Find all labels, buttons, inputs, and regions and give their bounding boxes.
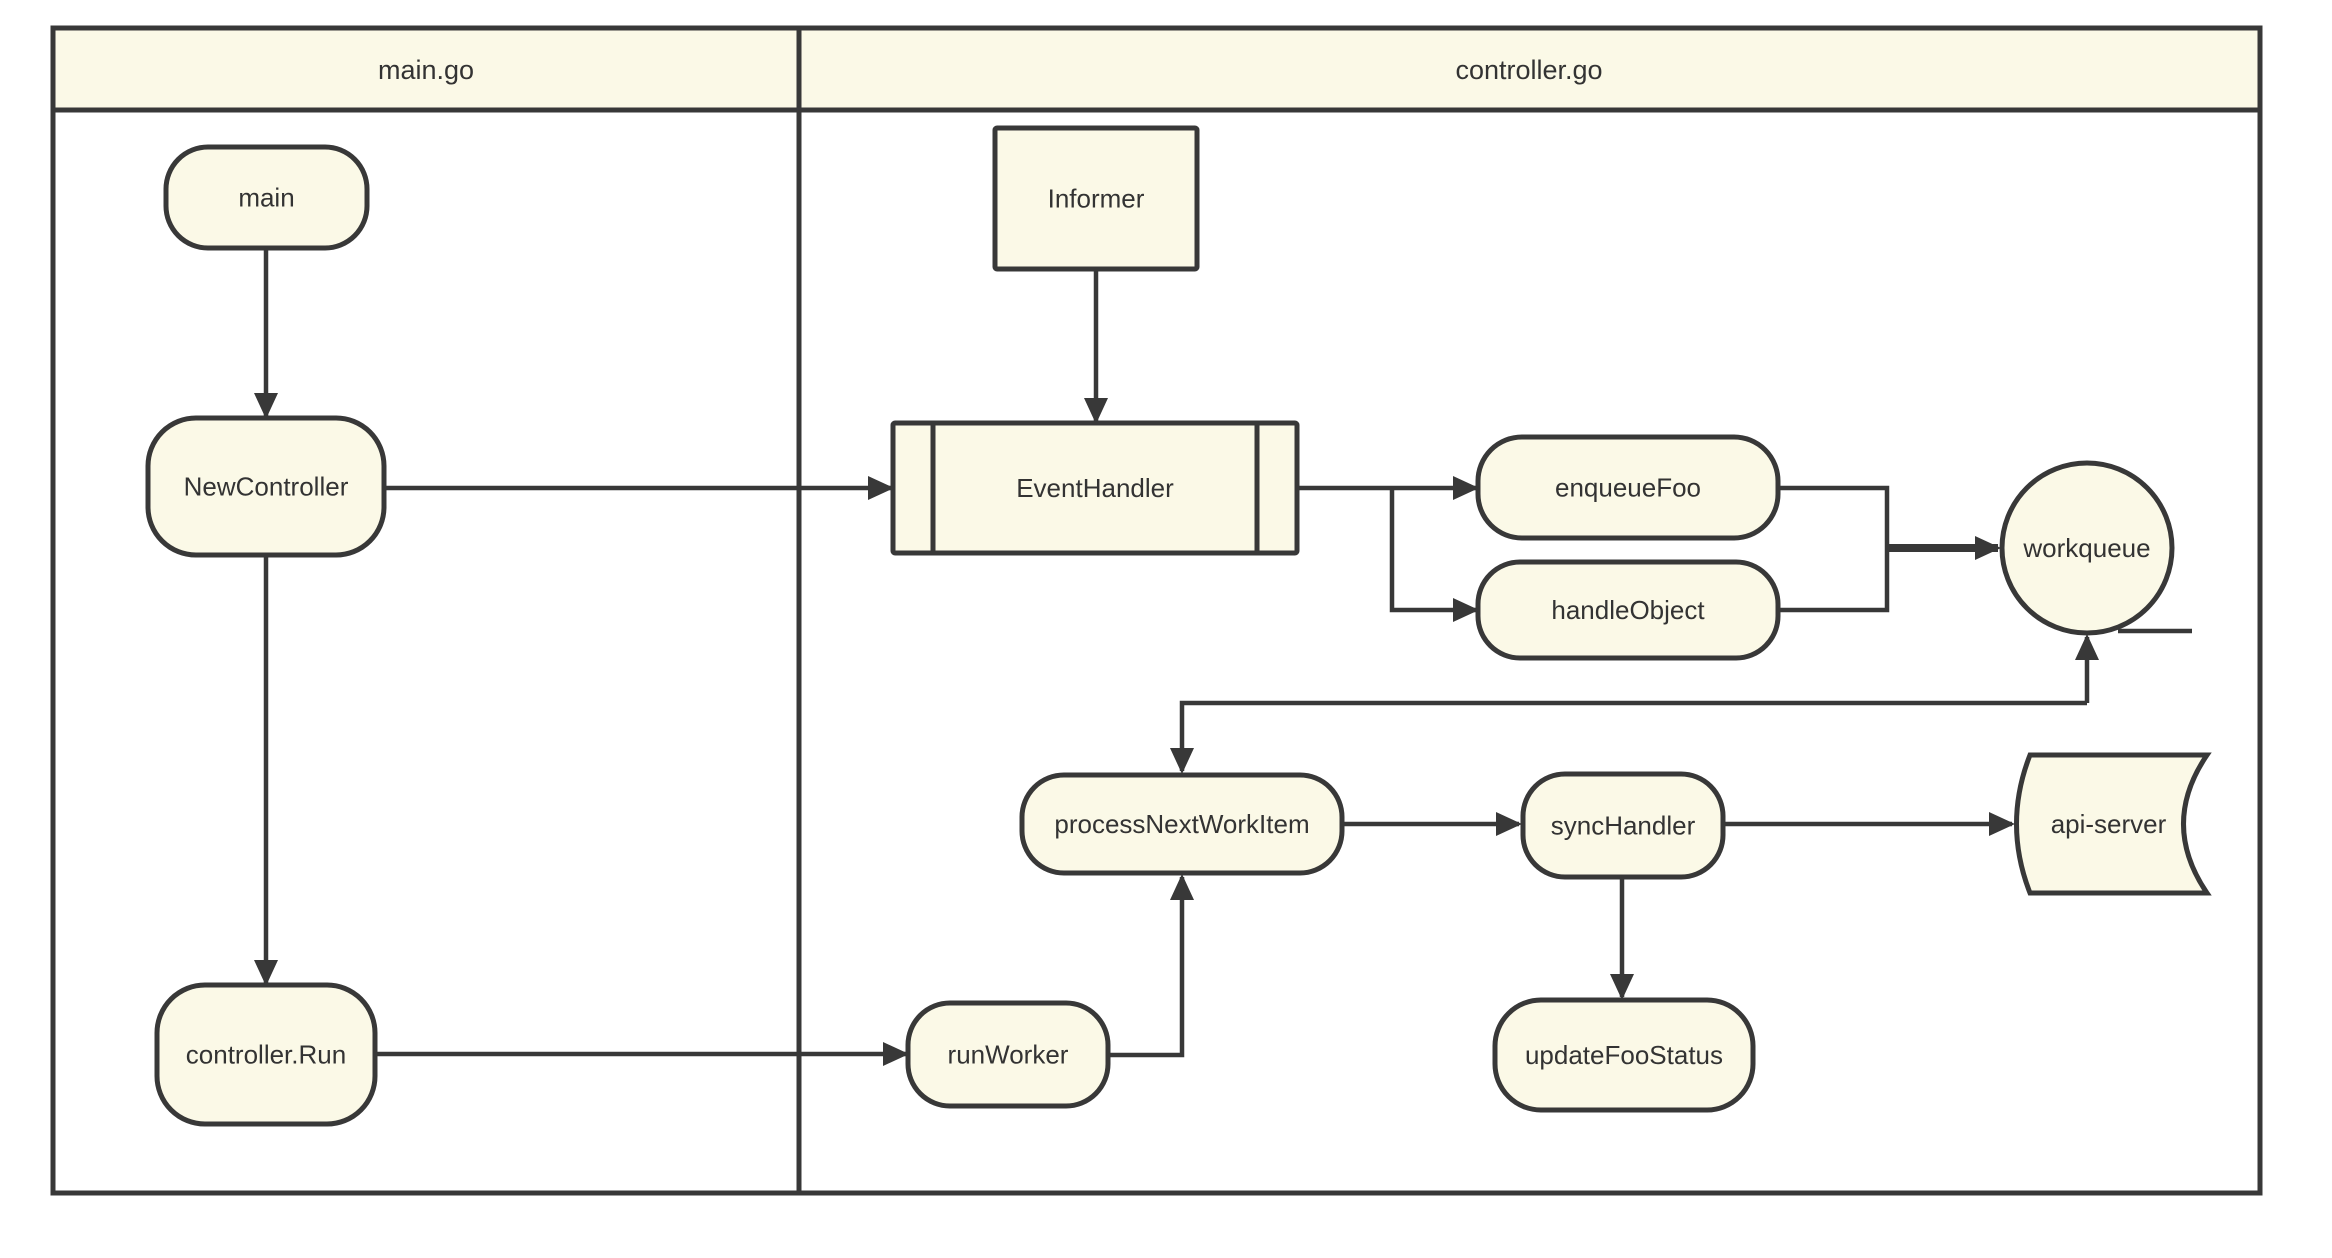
update-foo-status-shape <box>1492 997 1756 1113</box>
informer-label: Informer <box>1048 184 1145 214</box>
new-controller-label: NewController <box>184 472 349 502</box>
node-main: main <box>163 144 370 251</box>
main-label: main <box>238 183 294 213</box>
workqueue-shape <box>1999 460 2175 636</box>
node-enqueue-foo: enqueueFoo <box>1475 434 1781 541</box>
node-run-worker: runWorker <box>905 1000 1111 1109</box>
node-informer: Informer <box>992 125 1200 272</box>
node-api-server: api-server <box>2014 752 2212 896</box>
run-worker-label: runWorker <box>948 1040 1069 1070</box>
handle-object-label: handleObject <box>1551 595 1705 625</box>
edge-workqueue-to-processnextworkitem <box>1170 700 2087 774</box>
node-process-next-work-item: processNextWorkItem <box>1019 772 1345 876</box>
controller-run-label: controller.Run <box>186 1040 346 1070</box>
node-sync-handler: syncHandler <box>1520 771 1726 880</box>
api-server-label: api-server <box>2051 809 2167 839</box>
sync-handler-label: syncHandler <box>1551 811 1696 841</box>
update-foo-status-label: updateFooStatus <box>1525 1040 1723 1070</box>
event-handler-label: EventHandler <box>1016 473 1174 503</box>
edge-eventhandler-to-handleobject <box>1389 488 1479 622</box>
node-new-controller: NewController <box>145 415 387 558</box>
node-handle-object: handleObject <box>1475 559 1781 661</box>
edge-runworker-to-processnextworkitem <box>1108 874 1194 1058</box>
edge-enqueuefoo-handleobject-join <box>1778 485 1890 613</box>
lane-title-controller-go: controller.go <box>1455 55 1602 85</box>
api-server-shape <box>2014 752 2212 896</box>
enqueue-foo-label: enqueueFoo <box>1555 473 1701 503</box>
node-workqueue: workqueue <box>1999 460 2175 636</box>
process-next-work-item-label: processNextWorkItem <box>1054 809 1309 839</box>
node-update-foo-status: updateFooStatus <box>1492 997 1756 1113</box>
lane-title-main-go: main.go <box>378 55 474 85</box>
edges-layer <box>254 248 2192 1066</box>
workqueue-label: workqueue <box>2022 533 2150 563</box>
node-controller-run: controller.Run <box>154 982 378 1127</box>
diagram-frame <box>50 25 2263 1196</box>
node-event-handler: EventHandler <box>890 420 1300 556</box>
